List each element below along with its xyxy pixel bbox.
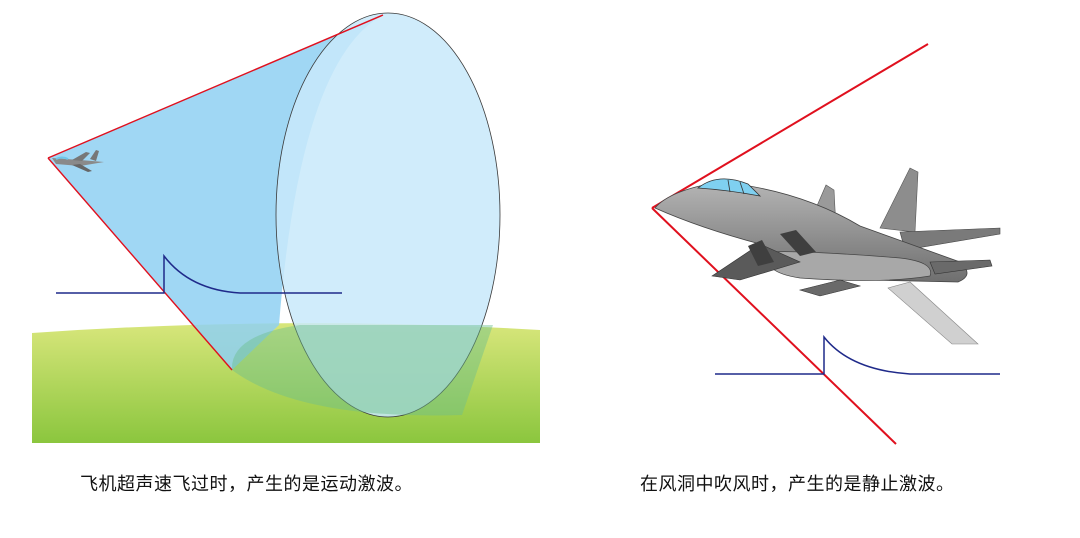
caption-moving-shock: 飞机超声速飞过时，产生的是运动激波。 — [80, 474, 413, 495]
shock-line-lower — [47, 157, 233, 371]
pressure-trace-left — [56, 253, 342, 294]
small-jet-icon — [52, 150, 104, 172]
fighter-jet-icon — [654, 167, 1001, 345]
shock-line-upper-right — [651, 43, 929, 209]
pressure-trace-right — [715, 334, 1000, 375]
cone-ground-intersection — [231, 325, 493, 416]
moving-shock-panel — [32, 12, 540, 443]
shock-line-lower-right — [651, 207, 897, 445]
shock-line-upper — [47, 14, 384, 159]
shock-cone-base — [275, 12, 501, 418]
caption-stationary-shock: 在风洞中吹风时，产生的是静止激波。 — [640, 474, 955, 495]
stationary-shock-panel — [651, 43, 1001, 445]
